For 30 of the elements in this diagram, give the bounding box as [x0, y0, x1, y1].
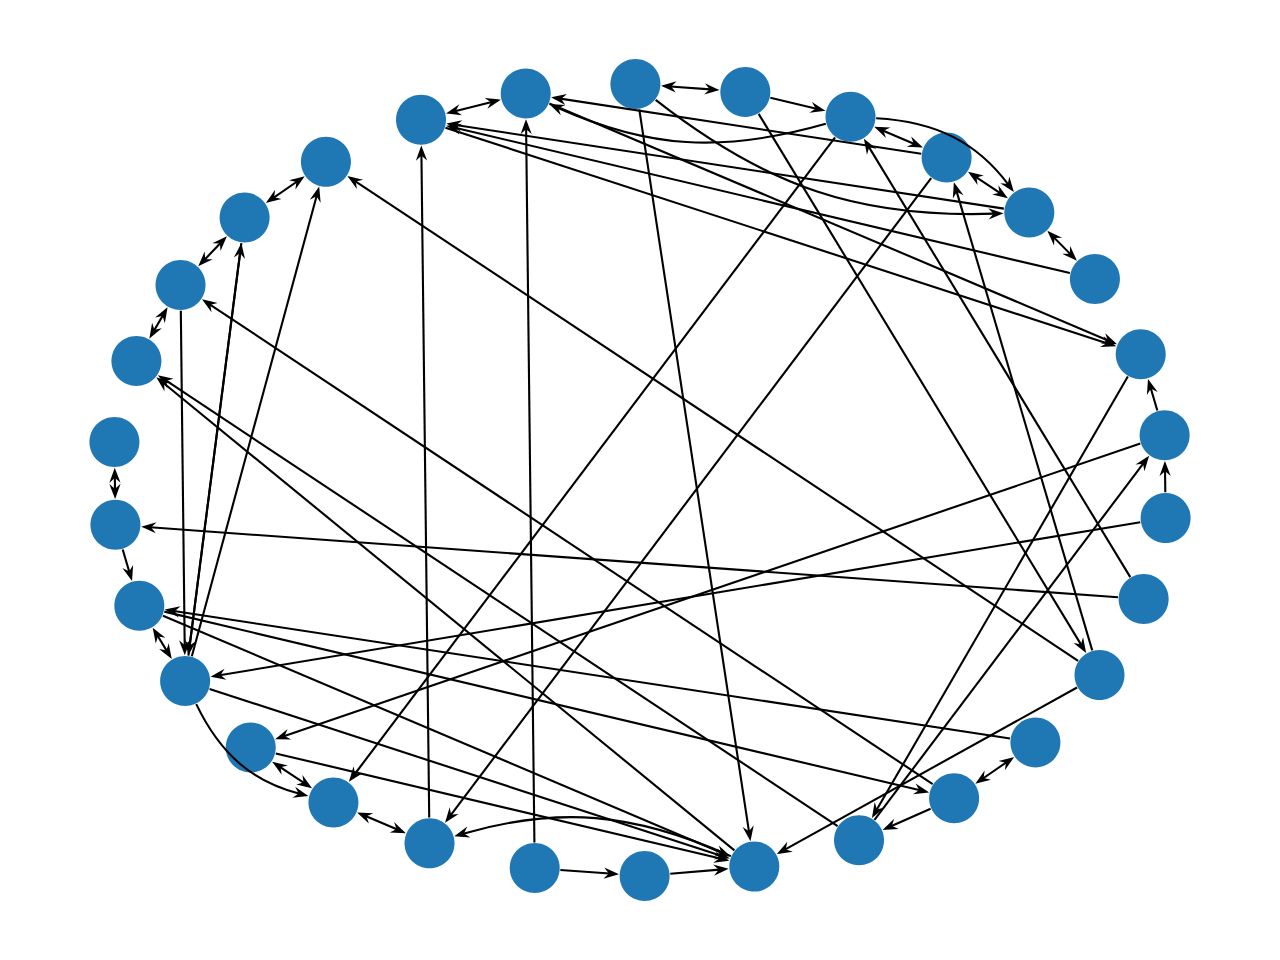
graph-node [825, 91, 876, 142]
graph-node [308, 777, 359, 828]
graph-node [921, 132, 972, 183]
graph-node [1069, 254, 1120, 304]
graph-node [90, 499, 141, 550]
graph-node [929, 773, 980, 824]
graph-node [509, 843, 560, 894]
graph-node [155, 260, 206, 310]
graph-node [396, 94, 446, 145]
graph-node [619, 851, 670, 901]
graph-node [834, 815, 884, 866]
graph-node [1115, 329, 1166, 380]
graph-node [1010, 717, 1061, 768]
graph-node [720, 66, 771, 117]
graph-node [1139, 410, 1190, 461]
graph-node [89, 417, 140, 467]
graph-node [610, 59, 661, 109]
graph-node [1140, 493, 1191, 543]
graph-node [219, 192, 270, 243]
graph-node [1004, 187, 1055, 238]
graph-node [160, 656, 211, 706]
graph-node [111, 335, 162, 386]
graph-node [729, 841, 780, 892]
graph-node [300, 136, 351, 187]
graph-node [114, 580, 165, 631]
graph-node [1118, 574, 1169, 625]
graph-node [1074, 650, 1125, 700]
graph-node [225, 722, 276, 773]
graph-node [404, 818, 455, 869]
graph-node [500, 68, 551, 119]
